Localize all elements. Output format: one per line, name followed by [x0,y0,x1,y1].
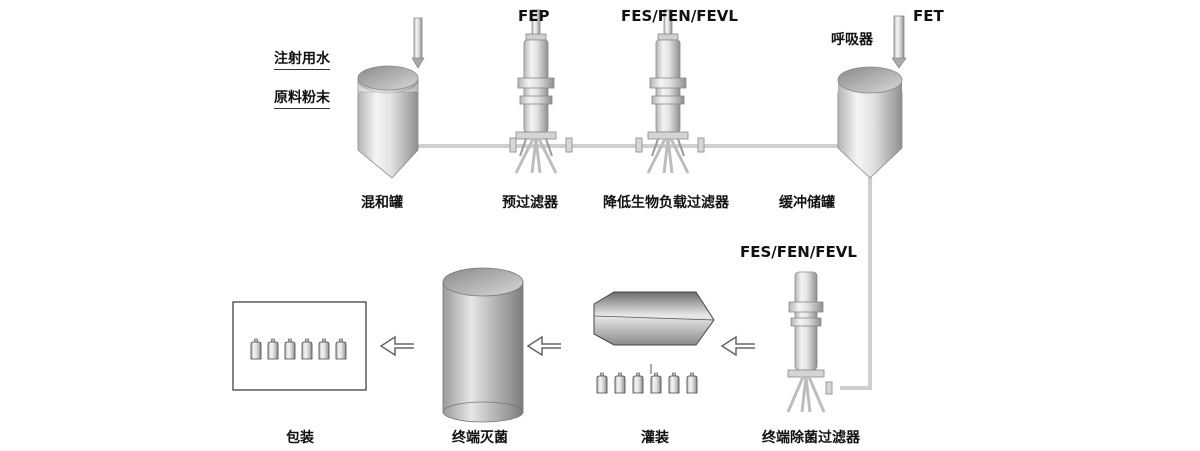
buffer-tank-label: 缓冲储罐 [779,195,835,211]
water-inlet-pipe-icon [411,17,425,69]
buffer-tank-icon [837,66,903,179]
bioburden-filter-code: FES/FEN/FEVL [621,7,738,25]
vent-filter-icon [891,15,907,69]
prefilter-label: 预过滤器 [502,195,558,211]
sterile-filter-label: 终端除菌过滤器 [762,430,860,446]
sterile-filter-housing-icon [786,271,833,413]
process-pipes [414,144,872,390]
sterilizer-icon [442,267,524,423]
powder-input-label: 原料粉末 [274,87,330,109]
mixing-tank-label: 混和罐 [361,195,403,211]
water-input-label: 注射用水 [274,48,330,70]
filling-label: 灌装 [641,430,669,446]
filling-machine-icon [593,291,715,346]
prefilter-housing-icon [514,8,558,175]
prefilter-code: FEP [518,7,550,25]
packaging-label: 包装 [286,430,314,446]
sterile-filter-code: FES/FEN/FEVL [740,243,857,261]
breather-label: 呼吸器 [831,32,873,48]
package-box-icon [232,301,367,391]
mixing-tank-icon [357,65,419,179]
bioburden-filter-label: 降低生物负载过滤器 [603,195,729,211]
flow-arrow-icon [379,335,755,357]
filling-bottles [596,364,698,394]
vent-filter-code: FET [913,7,944,25]
terminal-sterilization-label: 终端灭菌 [452,430,508,446]
bioburden-filter-housing-icon [646,8,690,175]
